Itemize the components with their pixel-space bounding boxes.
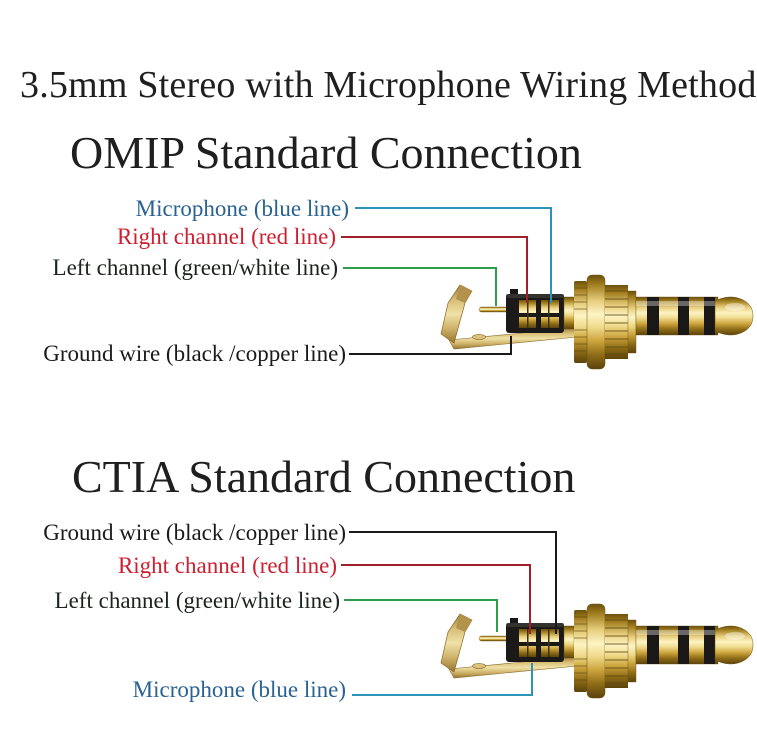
ctia-heading: CTIA Standard Connection [72,451,576,502]
ctia-ground-wire-line [349,531,557,533]
ctia-label-right-channel: Right channel (red line) [117,553,337,578]
plug-photo-ctia [440,603,754,699]
ctia-left-channel-wire-line [344,599,498,601]
ctia-right-channel-wire-line [529,564,531,634]
plug-photo-omip [440,274,754,370]
omip-right-channel-wire-line [526,236,528,303]
ctia-left-channel-wire-line [496,599,498,632]
ctia-label-microphone: Microphone (blue line) [132,677,346,702]
omip-ground-wire-line [349,353,512,355]
omip-ground-wire-line [510,336,512,355]
ctia-right-channel-wire-line [341,564,531,566]
omip-left-channel-wire-line [495,267,497,306]
omip-label-ground: Ground wire (black /copper line) [43,341,346,366]
omip-label-right-channel: Right channel (red line) [116,224,336,249]
omip-microphone-wire-line [355,207,552,209]
ctia-microphone-wire-line [531,663,533,696]
page-title: 3.5mm Stereo with Microphone Wiring Meth… [20,64,757,106]
omip-left-channel-wire-line [343,267,497,269]
omip-heading: OMIP Standard Connection [70,127,582,178]
ctia-label-left-channel: Left channel (green/white line) [54,588,340,613]
omip-label-microphone: Microphone (blue line) [135,196,349,221]
ctia-ground-wire-line [555,531,557,634]
omip-microphone-wire-line [550,207,552,303]
omip-label-left-channel: Left channel (green/white line) [52,255,338,280]
ctia-microphone-wire-line [352,694,533,696]
omip-right-channel-wire-line [341,236,528,238]
ctia-label-ground: Ground wire (black /copper line) [43,520,346,545]
